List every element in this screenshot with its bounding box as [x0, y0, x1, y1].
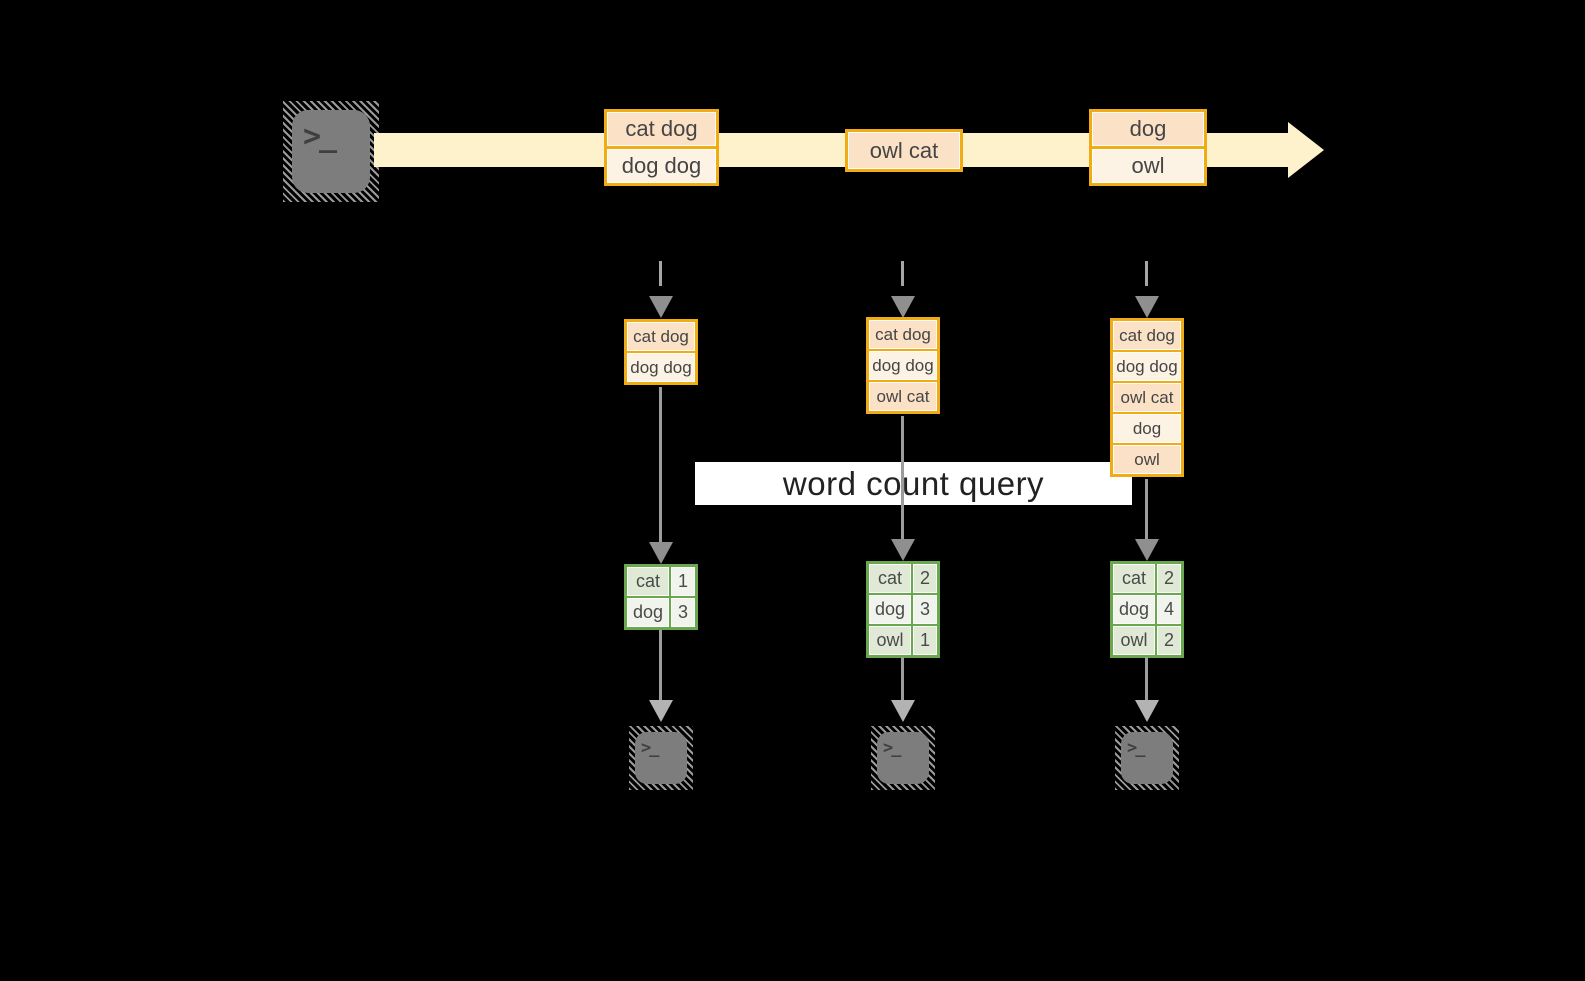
count-table-2: cat 2 dog 3 owl 1 — [866, 561, 940, 658]
count-value: 1 — [913, 626, 937, 655]
count-word: owl — [869, 626, 911, 655]
batch-stack-3: cat dog dog dog owl cat dog owl — [1110, 318, 1184, 477]
count-value: 2 — [1157, 626, 1181, 655]
query-arrow-line — [901, 416, 904, 540]
dashed-arrow-line — [659, 261, 662, 286]
dashed-arrow-head-icon — [1135, 296, 1159, 318]
stream-arrow-head-icon — [1288, 122, 1324, 178]
count-word: dog — [869, 595, 911, 624]
sink-arrow-head-icon — [1135, 700, 1159, 722]
sink-arrow-line — [659, 630, 662, 702]
dashed-arrow-head-icon — [891, 296, 915, 318]
batch-stack-2: cat dog dog dog owl cat — [866, 317, 940, 414]
stack-record: cat dog — [627, 322, 695, 351]
terminal-screen — [292, 110, 370, 193]
sink-terminal-icon: >_ — [871, 726, 935, 790]
query-arrow-head-icon — [649, 542, 673, 564]
terminal-screen — [1121, 732, 1173, 784]
sink-arrow-head-icon — [891, 700, 915, 722]
count-value: 2 — [913, 564, 937, 593]
stream-record: cat dog — [607, 112, 716, 146]
query-arrow-line — [1145, 479, 1148, 540]
count-word: cat — [627, 567, 669, 596]
count-value: 3 — [913, 595, 937, 624]
sink-terminal-icon: >_ — [1115, 726, 1179, 790]
sink-arrow-line — [901, 657, 904, 702]
count-word: owl — [1113, 626, 1155, 655]
batch-stack-1: cat dog dog dog — [624, 319, 698, 385]
count-table-1: cat 1 dog 3 — [624, 564, 698, 630]
stream-record: owl — [1092, 149, 1204, 183]
count-word: cat — [1113, 564, 1155, 593]
count-value: 3 — [671, 598, 695, 627]
query-arrow-line — [659, 387, 662, 544]
terminal-prompt-icon: >_ — [303, 119, 337, 154]
source-terminal-icon: >_ — [283, 101, 379, 202]
terminal-prompt-icon: >_ — [1127, 738, 1146, 758]
query-banner: word count query — [695, 462, 1132, 505]
stream-batch-1: cat dog dog dog — [604, 109, 719, 186]
stream-batch-3: dog owl — [1089, 109, 1207, 186]
stack-record: owl — [1113, 445, 1181, 474]
stream-record: dog — [1092, 112, 1204, 146]
stack-record: dog dog — [1113, 352, 1181, 381]
sink-terminal-icon: >_ — [629, 726, 693, 790]
count-value: 4 — [1157, 595, 1181, 624]
count-word: dog — [1113, 595, 1155, 624]
sink-arrow-line — [1145, 657, 1148, 702]
count-value: 2 — [1157, 564, 1181, 593]
terminal-prompt-icon: >_ — [641, 738, 660, 758]
query-arrow-head-icon — [1135, 539, 1159, 561]
dashed-arrow-line — [901, 261, 904, 286]
count-word: cat — [869, 564, 911, 593]
query-arrow-head-icon — [891, 539, 915, 561]
stream-record: owl cat — [848, 132, 960, 169]
stream-batch-2: owl cat — [845, 129, 963, 172]
sink-arrow-head-icon — [649, 700, 673, 722]
stack-record: dog dog — [869, 351, 937, 380]
stack-record: owl cat — [869, 382, 937, 411]
count-table-3: cat 2 dog 4 owl 2 — [1110, 561, 1184, 658]
stack-record: dog — [1113, 414, 1181, 443]
stack-record: owl cat — [1113, 383, 1181, 412]
query-label: word count query — [782, 464, 1045, 502]
terminal-screen — [635, 732, 687, 784]
stack-record: cat dog — [869, 320, 937, 349]
stack-record: cat dog — [1113, 321, 1181, 350]
count-value: 1 — [671, 567, 695, 596]
terminal-screen — [877, 732, 929, 784]
count-word: dog — [627, 598, 669, 627]
terminal-prompt-icon: >_ — [883, 738, 902, 758]
dashed-arrow-head-icon — [649, 296, 673, 318]
stream-record: dog dog — [607, 149, 716, 183]
stack-record: dog dog — [627, 353, 695, 382]
dashed-arrow-line — [1145, 261, 1148, 286]
